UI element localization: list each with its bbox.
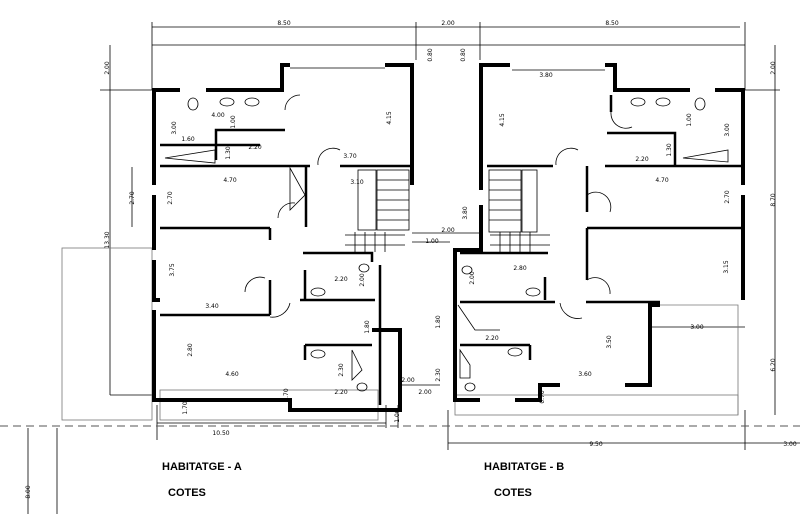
dim-label: 3.70 (343, 153, 357, 160)
dim-label: 2.00 (359, 273, 366, 287)
dim-label: 8.50 (277, 20, 291, 27)
house-a-title: HABITATGE - A (162, 461, 242, 473)
house-a-subtitle: COTES (168, 487, 206, 499)
dim-label: 3.75 (169, 263, 176, 277)
dim-label: 2.00 (418, 389, 432, 396)
dim-label: 1.30 (225, 146, 232, 160)
dim-label: 1.00 (686, 113, 693, 127)
dim-label: 3.00 (171, 121, 178, 135)
dim-label: 2.80 (513, 265, 527, 272)
dim-label: 2.70 (129, 191, 136, 205)
dim-label: 8.70 (770, 193, 777, 207)
dim-label: 0.70 (539, 390, 546, 404)
dim-label: 2.80 (187, 343, 194, 357)
dim-label: 0.80 (427, 48, 434, 62)
dim-label: 0.80 (460, 48, 467, 62)
dim-label: 3.15 (723, 260, 730, 274)
dim-label: 4.15 (499, 113, 506, 127)
dim-label: 1.30 (666, 143, 673, 157)
dim-label: 9.50 (589, 441, 603, 448)
dim-label: 1.00 (230, 115, 237, 129)
house-a-stair (164, 94, 410, 318)
dim-label: 0.70 (283, 388, 290, 402)
dim-label: 2.20 (635, 156, 649, 163)
dim-label: 8.50 (605, 20, 619, 27)
dim-label: 4.15 (386, 111, 393, 125)
dim-label: 2.00 (104, 61, 111, 75)
dim-label: 3.00 (724, 123, 731, 137)
dim-label: 4.60 (225, 371, 239, 378)
dim-label: 2.20 (485, 335, 499, 342)
dim-label: 3.80 (462, 206, 469, 220)
dim-label: 1.00 (425, 238, 439, 245)
dim-label: 3.80 (539, 72, 553, 79)
dim-label: 1.80 (435, 315, 442, 329)
dim-label: 8.00 (25, 485, 32, 499)
dim-label: 2.20 (334, 389, 348, 396)
dim-label: 4.00 (211, 112, 225, 119)
house-b-subtitle: COTES (494, 487, 532, 499)
dim-label: 2.00 (441, 20, 455, 27)
dim-label: 1.70 (182, 401, 189, 415)
dim-label: 2.30 (338, 363, 345, 377)
dim-label: 3.00 (690, 324, 704, 331)
house-b-title: HABITATGE - B (484, 461, 564, 473)
dim-label: 2.20 (334, 276, 348, 283)
dim-label: 2.70 (724, 190, 731, 204)
house-b-stair (457, 111, 729, 379)
dim-label: 3.40 (205, 303, 219, 310)
dim-label: 1.00 (394, 409, 401, 423)
dimension-lines (0, 22, 800, 514)
house-a-fixtures (187, 97, 370, 392)
dim-label: 1.60 (181, 136, 195, 143)
dim-label: 1.80 (364, 320, 371, 334)
house-a-dimensions: 8.50 2.00 0.80 2.00 13.30 4.00 1.00 3.00… (25, 20, 455, 499)
house-a-walls (152, 63, 414, 412)
dim-label: 4.70 (655, 177, 669, 184)
dim-label: 2.30 (435, 368, 442, 382)
house-b-fixtures (461, 97, 706, 392)
dim-label: 3.50 (606, 335, 613, 349)
dim-label: 3.00 (783, 441, 797, 448)
dim-label: 3.10 (350, 179, 364, 186)
house-b-walls (453, 63, 745, 402)
dim-label: 6.20 (770, 358, 777, 372)
dim-label: 10.50 (212, 430, 229, 437)
dim-label: 2.70 (167, 191, 174, 205)
dim-label: 2.00 (401, 377, 415, 384)
dim-label: 2.00 (770, 61, 777, 75)
dim-label: 13.30 (104, 231, 111, 248)
house-b-dimensions: 8.50 0.80 2.00 8.70 3.80 4.15 1.00 3.00 … (418, 20, 797, 448)
dim-label: 2.00 (469, 271, 476, 285)
dim-label: 2.00 (441, 227, 455, 234)
dim-label: 2.20 (248, 144, 262, 151)
dim-label: 3.60 (578, 371, 592, 378)
dim-label: 4.70 (223, 177, 237, 184)
